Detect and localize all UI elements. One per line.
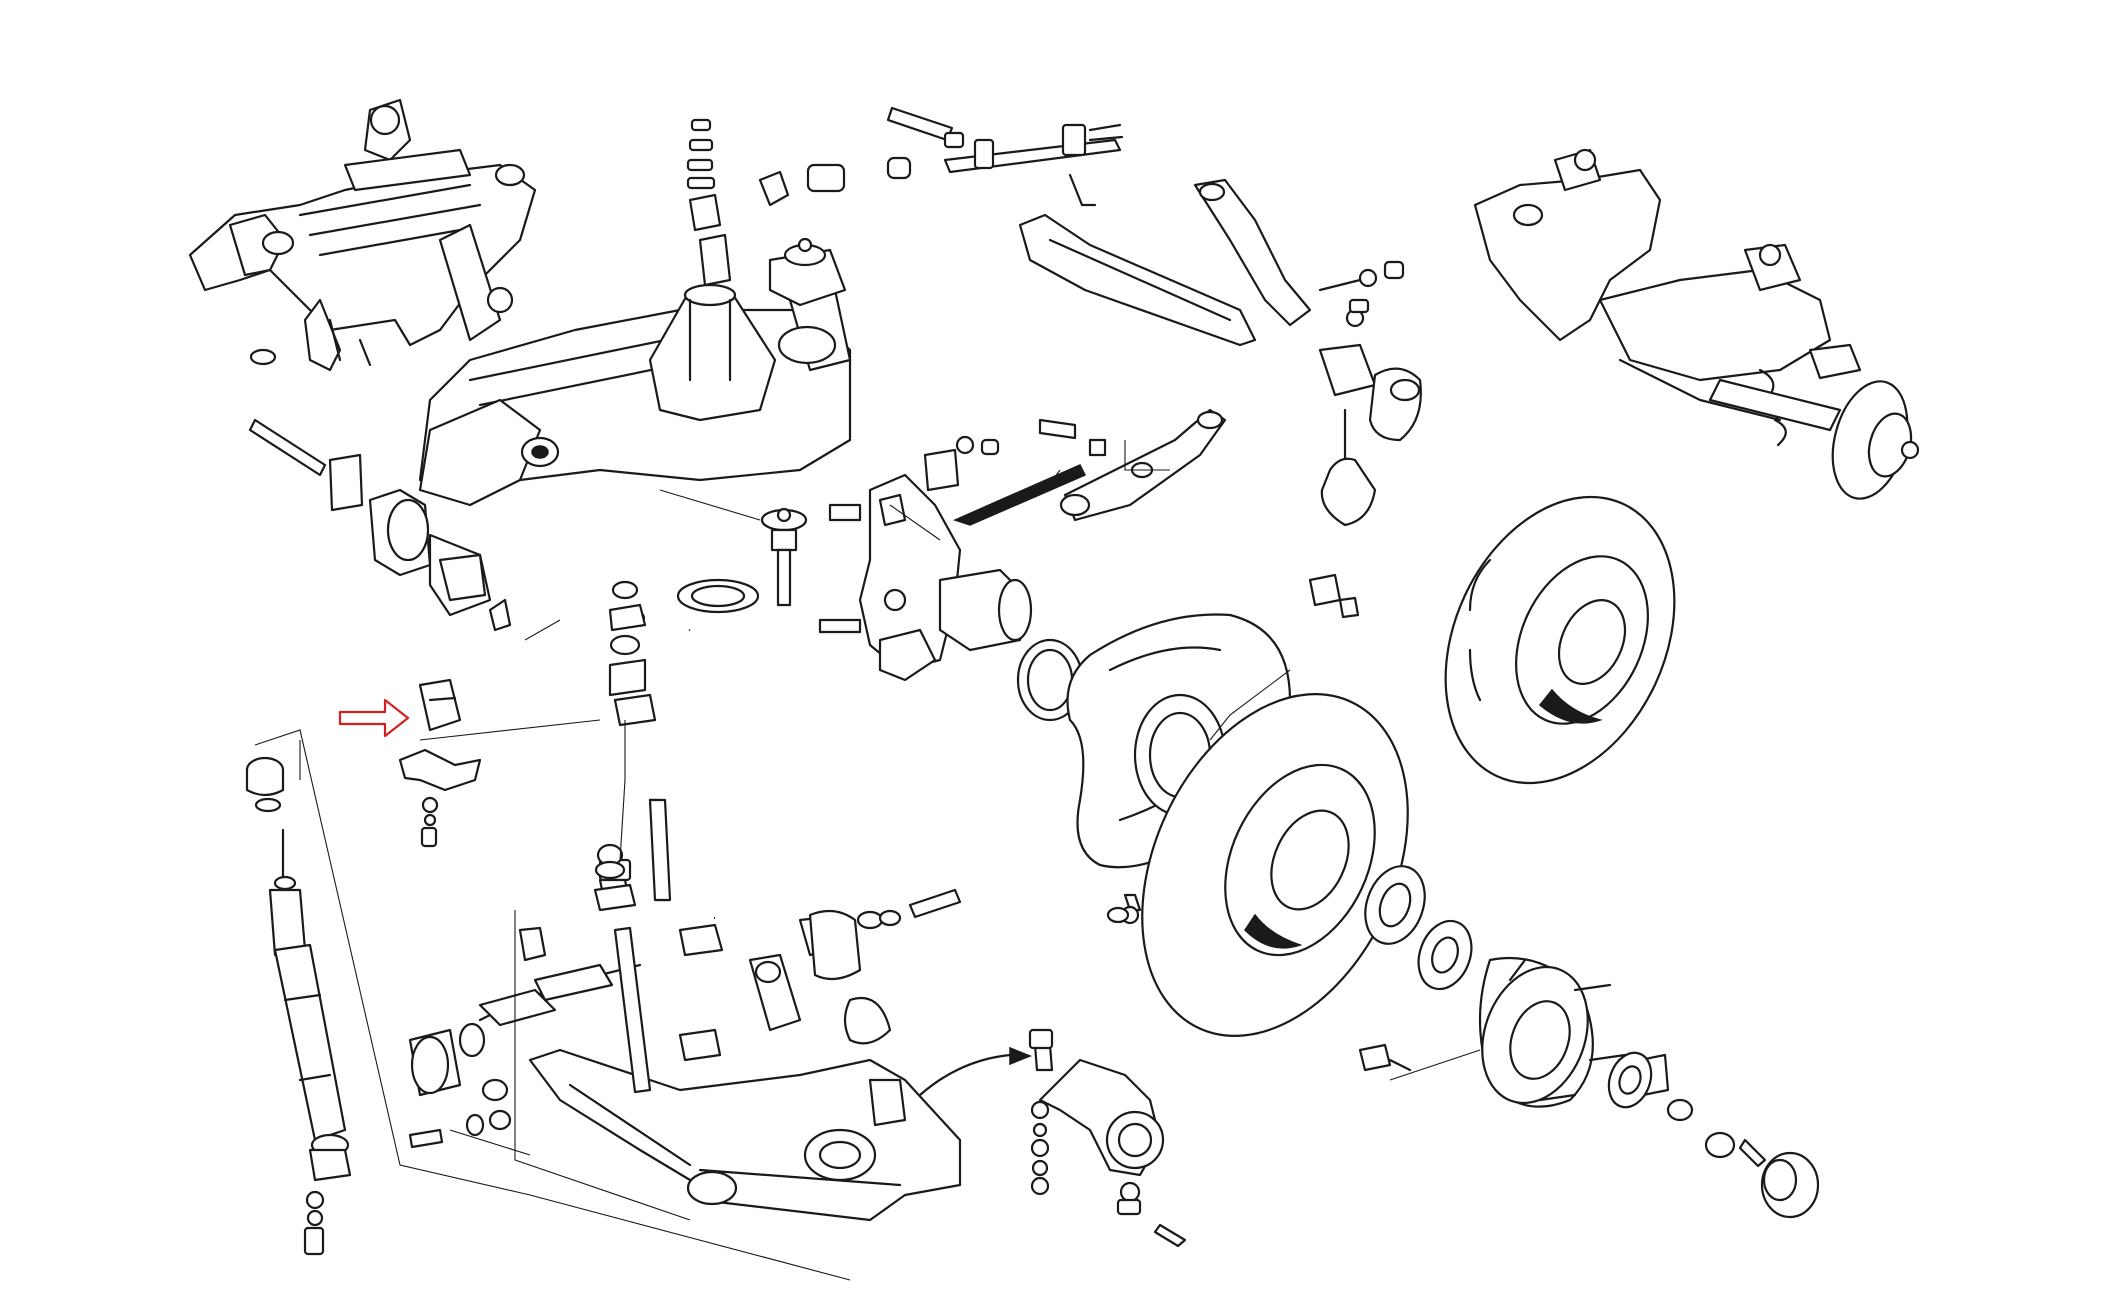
wheel-hub xyxy=(1358,956,1627,1108)
hub-cap xyxy=(1760,1151,1820,1219)
brake-disc-front xyxy=(1141,693,1409,1037)
complete-suspension-assembly xyxy=(1473,148,1920,500)
wheel-bearings xyxy=(1364,865,1767,1168)
lower-arm-bushings xyxy=(408,923,724,1149)
tie-rod xyxy=(758,106,1124,207)
shock-absorber xyxy=(245,756,352,1256)
lower-control-arm xyxy=(528,953,962,1222)
upper-links xyxy=(1018,178,1405,347)
steering-arm xyxy=(923,408,1227,526)
anti-roll-bar-mounts xyxy=(248,418,512,632)
brake-disc-upper-right xyxy=(1444,495,1676,785)
coil-spring xyxy=(676,578,785,920)
anti-roll-bar-clamp xyxy=(398,748,482,848)
ball-joint xyxy=(918,1028,1187,1248)
spring-seat-bushings xyxy=(594,798,962,1045)
steering-knuckle xyxy=(818,473,1084,722)
rear-subframe-assembly xyxy=(188,98,537,372)
anti-roll-bar-bushing-highlighted xyxy=(418,678,462,732)
bump-stop xyxy=(1318,298,1422,527)
highlight-arrow-icon xyxy=(338,698,410,738)
leader-lines xyxy=(254,440,1481,1281)
spring-top-mount xyxy=(686,118,847,307)
spring-seat-bolt xyxy=(760,507,808,607)
